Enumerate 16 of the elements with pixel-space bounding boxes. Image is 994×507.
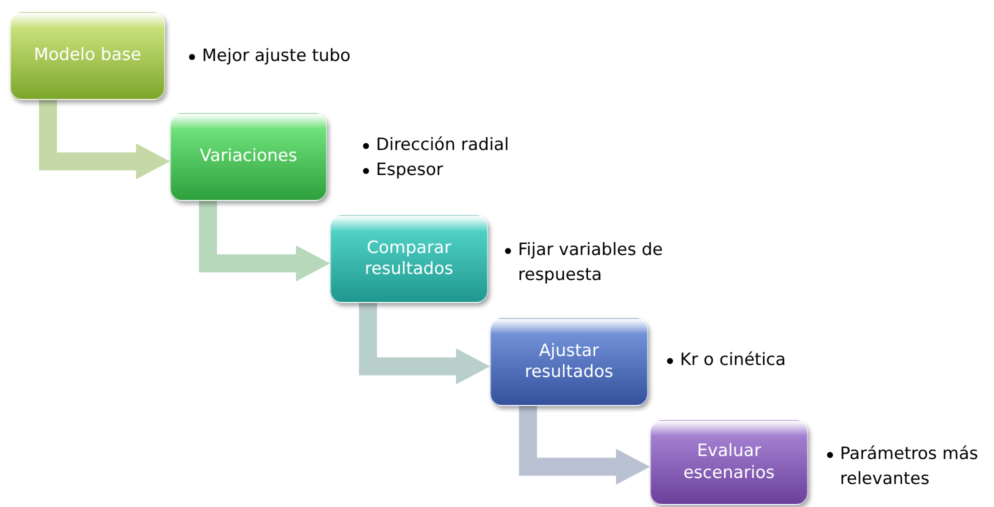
process-box [490,318,648,406]
bullet-note: Fijar variables de respuesta [518,240,663,285]
step-label: Variaciones [198,146,298,168]
process-box [10,12,165,100]
bullet-note: Dirección radial [376,135,509,155]
process-box [330,215,488,303]
bullet-note: Kr o cinética [680,350,786,370]
process-box [650,420,808,505]
bullet-note: Espesor [376,160,444,180]
bullet-note: Parámetros más relevantes [840,444,978,489]
step-label: Evaluar escenarios [682,441,776,484]
process-box [170,113,327,201]
bullet-note: Mejor ajuste tubo [202,46,351,66]
step-label: Ajustar resultados [524,340,614,384]
step-label: Comparar resultados [364,238,454,280]
step-label: Modelo base [32,45,142,67]
